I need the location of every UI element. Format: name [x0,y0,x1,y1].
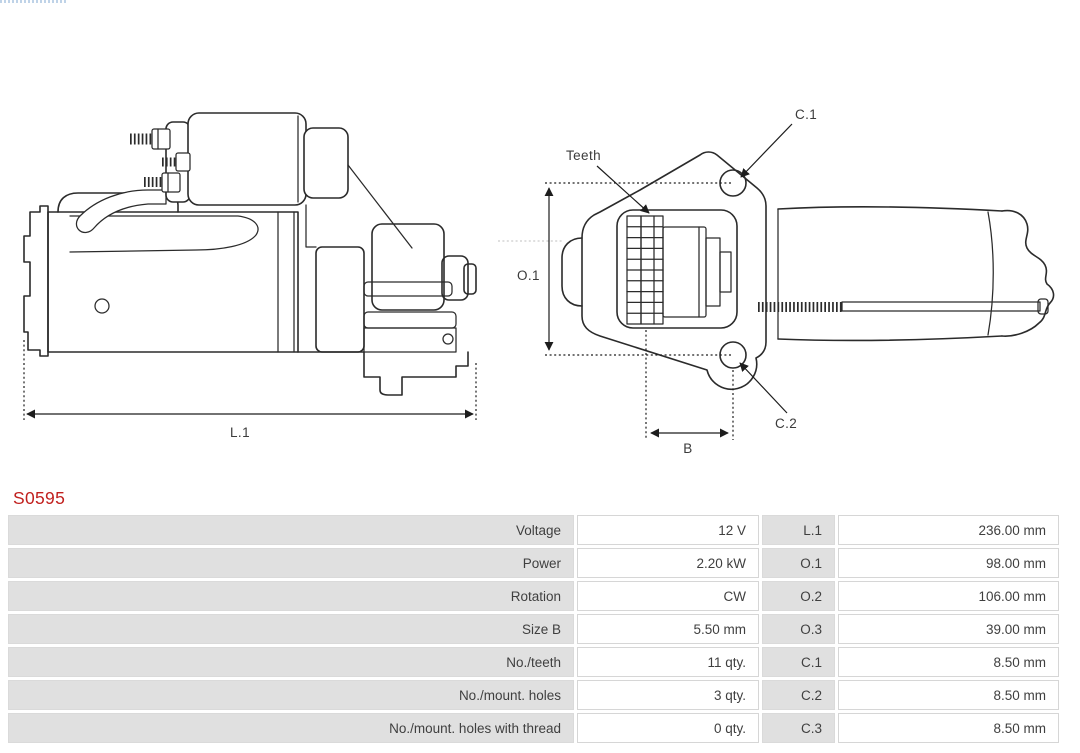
part-number: S0595 [13,488,66,508]
dim-value: 98.00 mm [838,548,1059,578]
side-view-drawing: L.1 [23,112,477,440]
dim-value: 106.00 mm [838,581,1059,611]
spec-row: Power 2.20 kW O.1 98.00 mm [8,548,1059,578]
dim-label: O.3 [762,614,835,644]
spec-value: 5.50 mm [577,614,759,644]
callout-label-c1: C.1 [795,107,817,122]
dim-label: C.1 [762,647,835,677]
dim-value: 39.00 mm [838,614,1059,644]
spec-value: 11 qty. [577,647,759,677]
logo-strip [0,0,66,3]
spec-row: No./mount. holes with thread 0 qty. C.3 … [8,713,1059,743]
dim-label-b: B [683,441,692,456]
spec-value: 0 qty. [577,713,759,743]
spec-value: CW [577,581,759,611]
starter-motor-technical-drawing: L.1 [23,107,1055,456]
callout-label-teeth: Teeth [566,148,601,163]
callout-label-c2: C.2 [775,416,797,431]
dim-value: 8.50 mm [838,713,1059,743]
dim-label: O.2 [762,581,835,611]
dim-label: C.3 [762,713,835,743]
dim-value: 8.50 mm [838,680,1059,710]
spec-value: 3 qty. [577,680,759,710]
spec-label: Size B [8,614,574,644]
dim-value: 8.50 mm [838,647,1059,677]
spec-value: 12 V [577,515,759,545]
spec-table: Voltage 12 V L.1 236.00 mm Power 2.20 kW… [5,512,1062,746]
dim-label: O.1 [762,548,835,578]
spec-label: Rotation [8,581,574,611]
dim-label: C.2 [762,680,835,710]
spec-row: No./mount. holes 3 qty. C.2 8.50 mm [8,680,1059,710]
spec-label: Voltage [8,515,574,545]
spec-label: No./mount. holes [8,680,574,710]
drive-end-view-drawing: O.1 B Teeth C.1 C.2 [498,107,1055,456]
dim-label: L.1 [762,515,835,545]
dim-value: 236.00 mm [838,515,1059,545]
dim-label-o1: O.1 [517,268,540,283]
spec-label: No./teeth [8,647,574,677]
spec-label: No./mount. holes with thread [8,713,574,743]
spec-row: Size B 5.50 mm O.3 39.00 mm [8,614,1059,644]
spec-value: 2.20 kW [577,548,759,578]
spec-row: Rotation CW O.2 106.00 mm [8,581,1059,611]
dim-label-l1: L.1 [230,425,250,440]
spec-row: No./teeth 11 qty. C.1 8.50 mm [8,647,1059,677]
spec-label: Power [8,548,574,578]
spec-row: Voltage 12 V L.1 236.00 mm [8,515,1059,545]
